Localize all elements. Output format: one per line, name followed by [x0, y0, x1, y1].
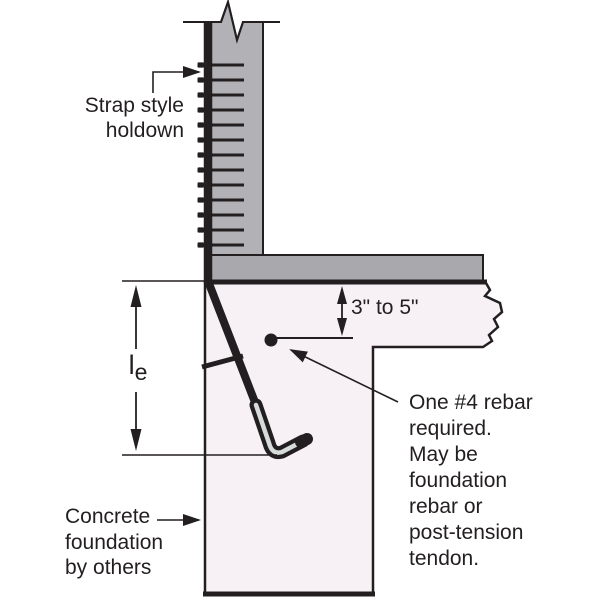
nail-head	[197, 242, 204, 248]
leader-strap-holdown	[152, 66, 201, 93]
foundation-concrete	[203, 281, 504, 596]
embedment-symbol: l	[128, 350, 135, 380]
dim-le-arrow-up	[130, 285, 142, 307]
nail-head	[197, 227, 204, 233]
nail-head	[197, 167, 204, 173]
strap-holdown-label: Strap style holdown	[84, 94, 184, 142]
nail-head	[197, 107, 204, 113]
strap-diagonal	[204, 279, 262, 412]
nail-head	[197, 122, 204, 128]
sill-plate	[206, 254, 484, 282]
leader-rebar-note	[289, 349, 399, 403]
embedment-subscript: e	[134, 359, 148, 385]
nail-head	[197, 62, 204, 68]
strap-hook-highlight	[253, 402, 306, 455]
dim-3to5-arrow-up	[337, 286, 347, 304]
nail-head	[197, 137, 204, 143]
nail-head	[197, 182, 204, 188]
depth-dimension-label: 3" to 5"	[351, 296, 419, 319]
nail-head	[197, 152, 204, 158]
nail-head	[197, 92, 204, 98]
nail-head	[197, 77, 204, 83]
dim-3to5-arrow-down	[337, 318, 347, 336]
strap-nails	[197, 62, 244, 248]
strap-hook-end-cap	[295, 433, 313, 448]
wall-stud	[206, 0, 264, 284]
rebar-dot	[264, 333, 278, 347]
nail-head	[197, 212, 204, 218]
concrete-foundation-label: Concrete foundation by others	[65, 505, 164, 579]
nail-head	[197, 197, 204, 203]
strap-cross-tick	[201, 353, 244, 370]
embedment-length-label: le	[122, 350, 154, 384]
wall-break-line	[183, 0, 280, 44]
rebar-note-label: One #4 rebar required. May be foundation…	[409, 391, 533, 570]
dim-le-arrow-down	[130, 429, 142, 451]
